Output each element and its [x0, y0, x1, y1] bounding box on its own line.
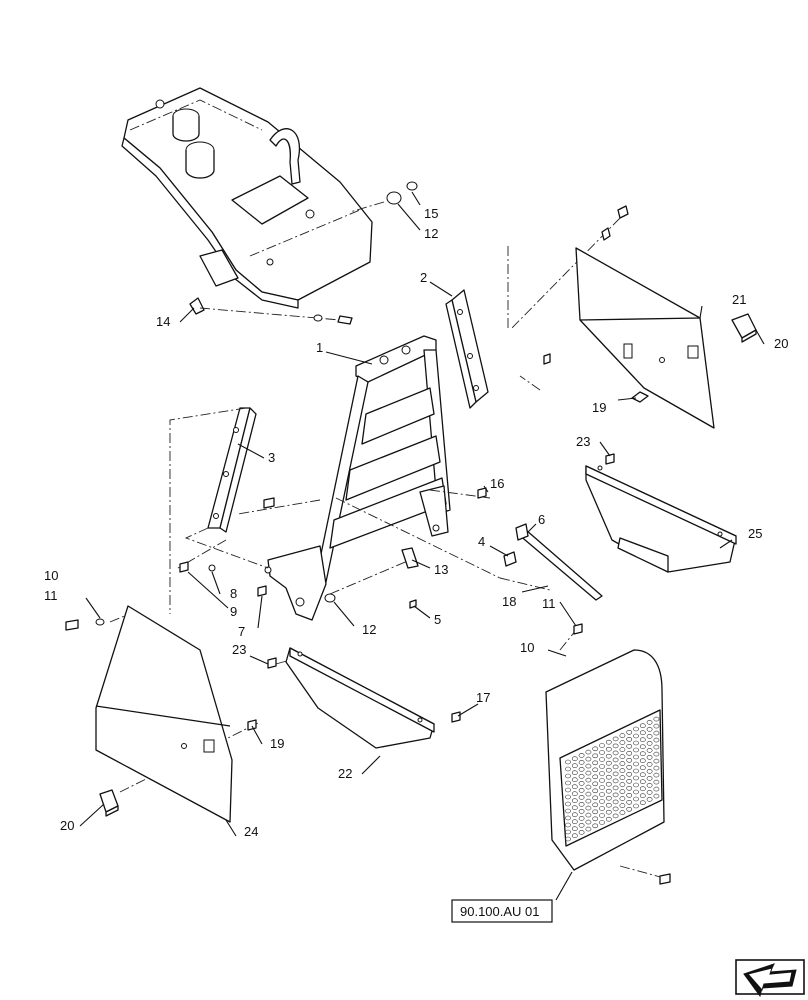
vertical-channel-2: [445, 289, 489, 409]
callout-12-mid: 12: [362, 622, 376, 637]
next-page-arrow-icon[interactable]: [735, 959, 805, 998]
callout-5: 5: [434, 612, 441, 627]
callout-9: 9: [230, 604, 237, 619]
support-rod-6: [503, 523, 603, 601]
callout-8: 8: [230, 586, 237, 601]
callout-18: 18: [502, 594, 516, 609]
callout-10-left: 10: [44, 568, 58, 583]
callout-6: 6: [538, 512, 545, 527]
fasteners-top: [189, 181, 629, 331]
callout-7: 7: [238, 624, 245, 639]
callout-19-right: 19: [592, 400, 606, 415]
left-side-panel-24: [95, 605, 233, 823]
callout-13: 13: [434, 562, 448, 577]
left-plate-22: [285, 647, 435, 749]
callout-1: 1: [316, 340, 323, 355]
callout-19-left: 19: [270, 736, 284, 751]
callout-25: 25: [748, 526, 762, 541]
reference-code: 90.100.AU 01: [460, 904, 540, 919]
callout-14: 14: [156, 314, 170, 329]
callout-21: 21: [732, 292, 746, 307]
callout-11-right: 11: [542, 596, 556, 611]
callout-23-left: 23: [232, 642, 246, 657]
callout-16: 16: [490, 476, 504, 491]
main-frame-1: [264, 335, 451, 621]
front-grille: [545, 649, 665, 871]
callout-23-right: 23: [576, 434, 590, 449]
callout-2: 2: [420, 270, 427, 285]
upper-platform-assembly: [121, 87, 373, 309]
callout-20-right: 20: [774, 336, 788, 351]
grille-mesh: [565, 716, 660, 842]
reference-box[interactable]: 90.100.AU 01: [451, 899, 553, 923]
callout-3: 3: [268, 450, 275, 465]
right-side-panel-21: [575, 247, 715, 429]
callout-10-right: 10: [520, 640, 534, 655]
right-plate-25: [585, 465, 737, 573]
callout-labels: 15 12 14 2 1 3 13 16 4 6 18 11 10 5 12 7…: [44, 191, 788, 901]
callout-12-top: 12: [424, 226, 438, 241]
callout-20-left: 20: [60, 818, 74, 833]
latch-20-right: [731, 313, 757, 343]
callout-22: 22: [338, 766, 352, 781]
callout-24: 24: [244, 824, 258, 839]
callout-4: 4: [478, 534, 485, 549]
vertical-channel-3: [207, 407, 257, 533]
callout-17: 17: [476, 690, 490, 705]
fasteners-middle: [65, 227, 671, 885]
callout-11-left: 11: [44, 588, 58, 603]
callout-15: 15: [424, 206, 438, 221]
latch-20-left: [99, 789, 119, 817]
